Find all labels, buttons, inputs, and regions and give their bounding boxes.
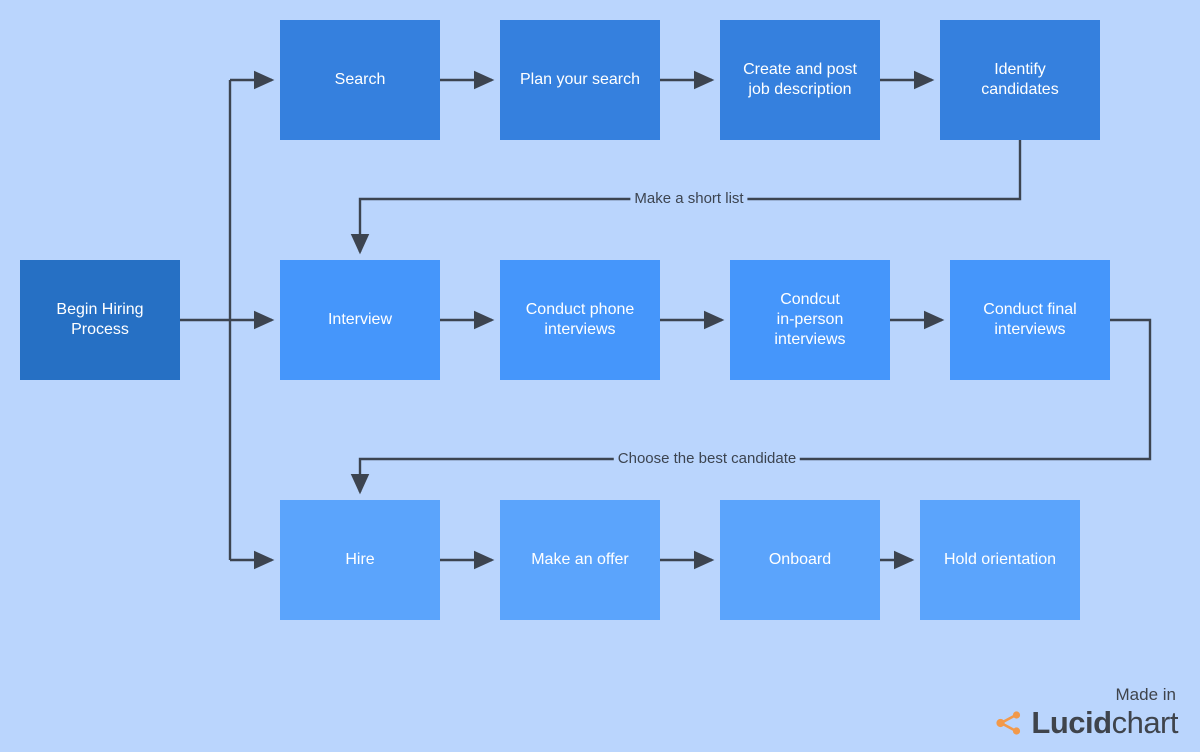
node-make-an-offer[interactable]: Make an offer xyxy=(500,500,660,620)
node-conduct-phone-interviews[interactable]: Conduct phone interviews xyxy=(500,260,660,380)
lucidchart-wordmark-bold: Lucid xyxy=(1031,705,1112,740)
node-plan-your-search[interactable]: Plan your search xyxy=(500,20,660,140)
node-onboard[interactable]: Onboard xyxy=(720,500,880,620)
made-in-label: Made in xyxy=(1115,685,1176,704)
lucidchart-watermark: Made in Lucidchart xyxy=(994,685,1179,738)
edge-label-choose-the-best-candidate: Choose the best candidate xyxy=(613,450,801,468)
node-conduct-final-interviews[interactable]: Conduct final interviews xyxy=(950,260,1110,380)
lucidchart-logo: Lucidchart xyxy=(994,707,1179,738)
lucidchart-wordmark-light: chart xyxy=(1111,705,1179,740)
node-hold-orientation[interactable]: Hold orientation xyxy=(920,500,1080,620)
node-hire[interactable]: Hire xyxy=(280,500,440,620)
node-begin-hiring-process[interactable]: Begin Hiring Process xyxy=(20,260,180,380)
node-search[interactable]: Search xyxy=(280,20,440,140)
node-conduct-in-person-interviews[interactable]: Condcut in-person interviews xyxy=(730,260,890,380)
node-identify-candidates[interactable]: Identify candidates xyxy=(940,20,1100,140)
edge-label-make-a-short-list: Make a short list xyxy=(630,190,748,208)
node-interview[interactable]: Interview xyxy=(280,260,440,380)
lucidchart-wordmark: Lucidchart xyxy=(1031,707,1178,738)
node-create-and-post-job-description[interactable]: Create and post job description xyxy=(720,20,880,140)
lucidchart-logo-icon xyxy=(996,710,1021,735)
